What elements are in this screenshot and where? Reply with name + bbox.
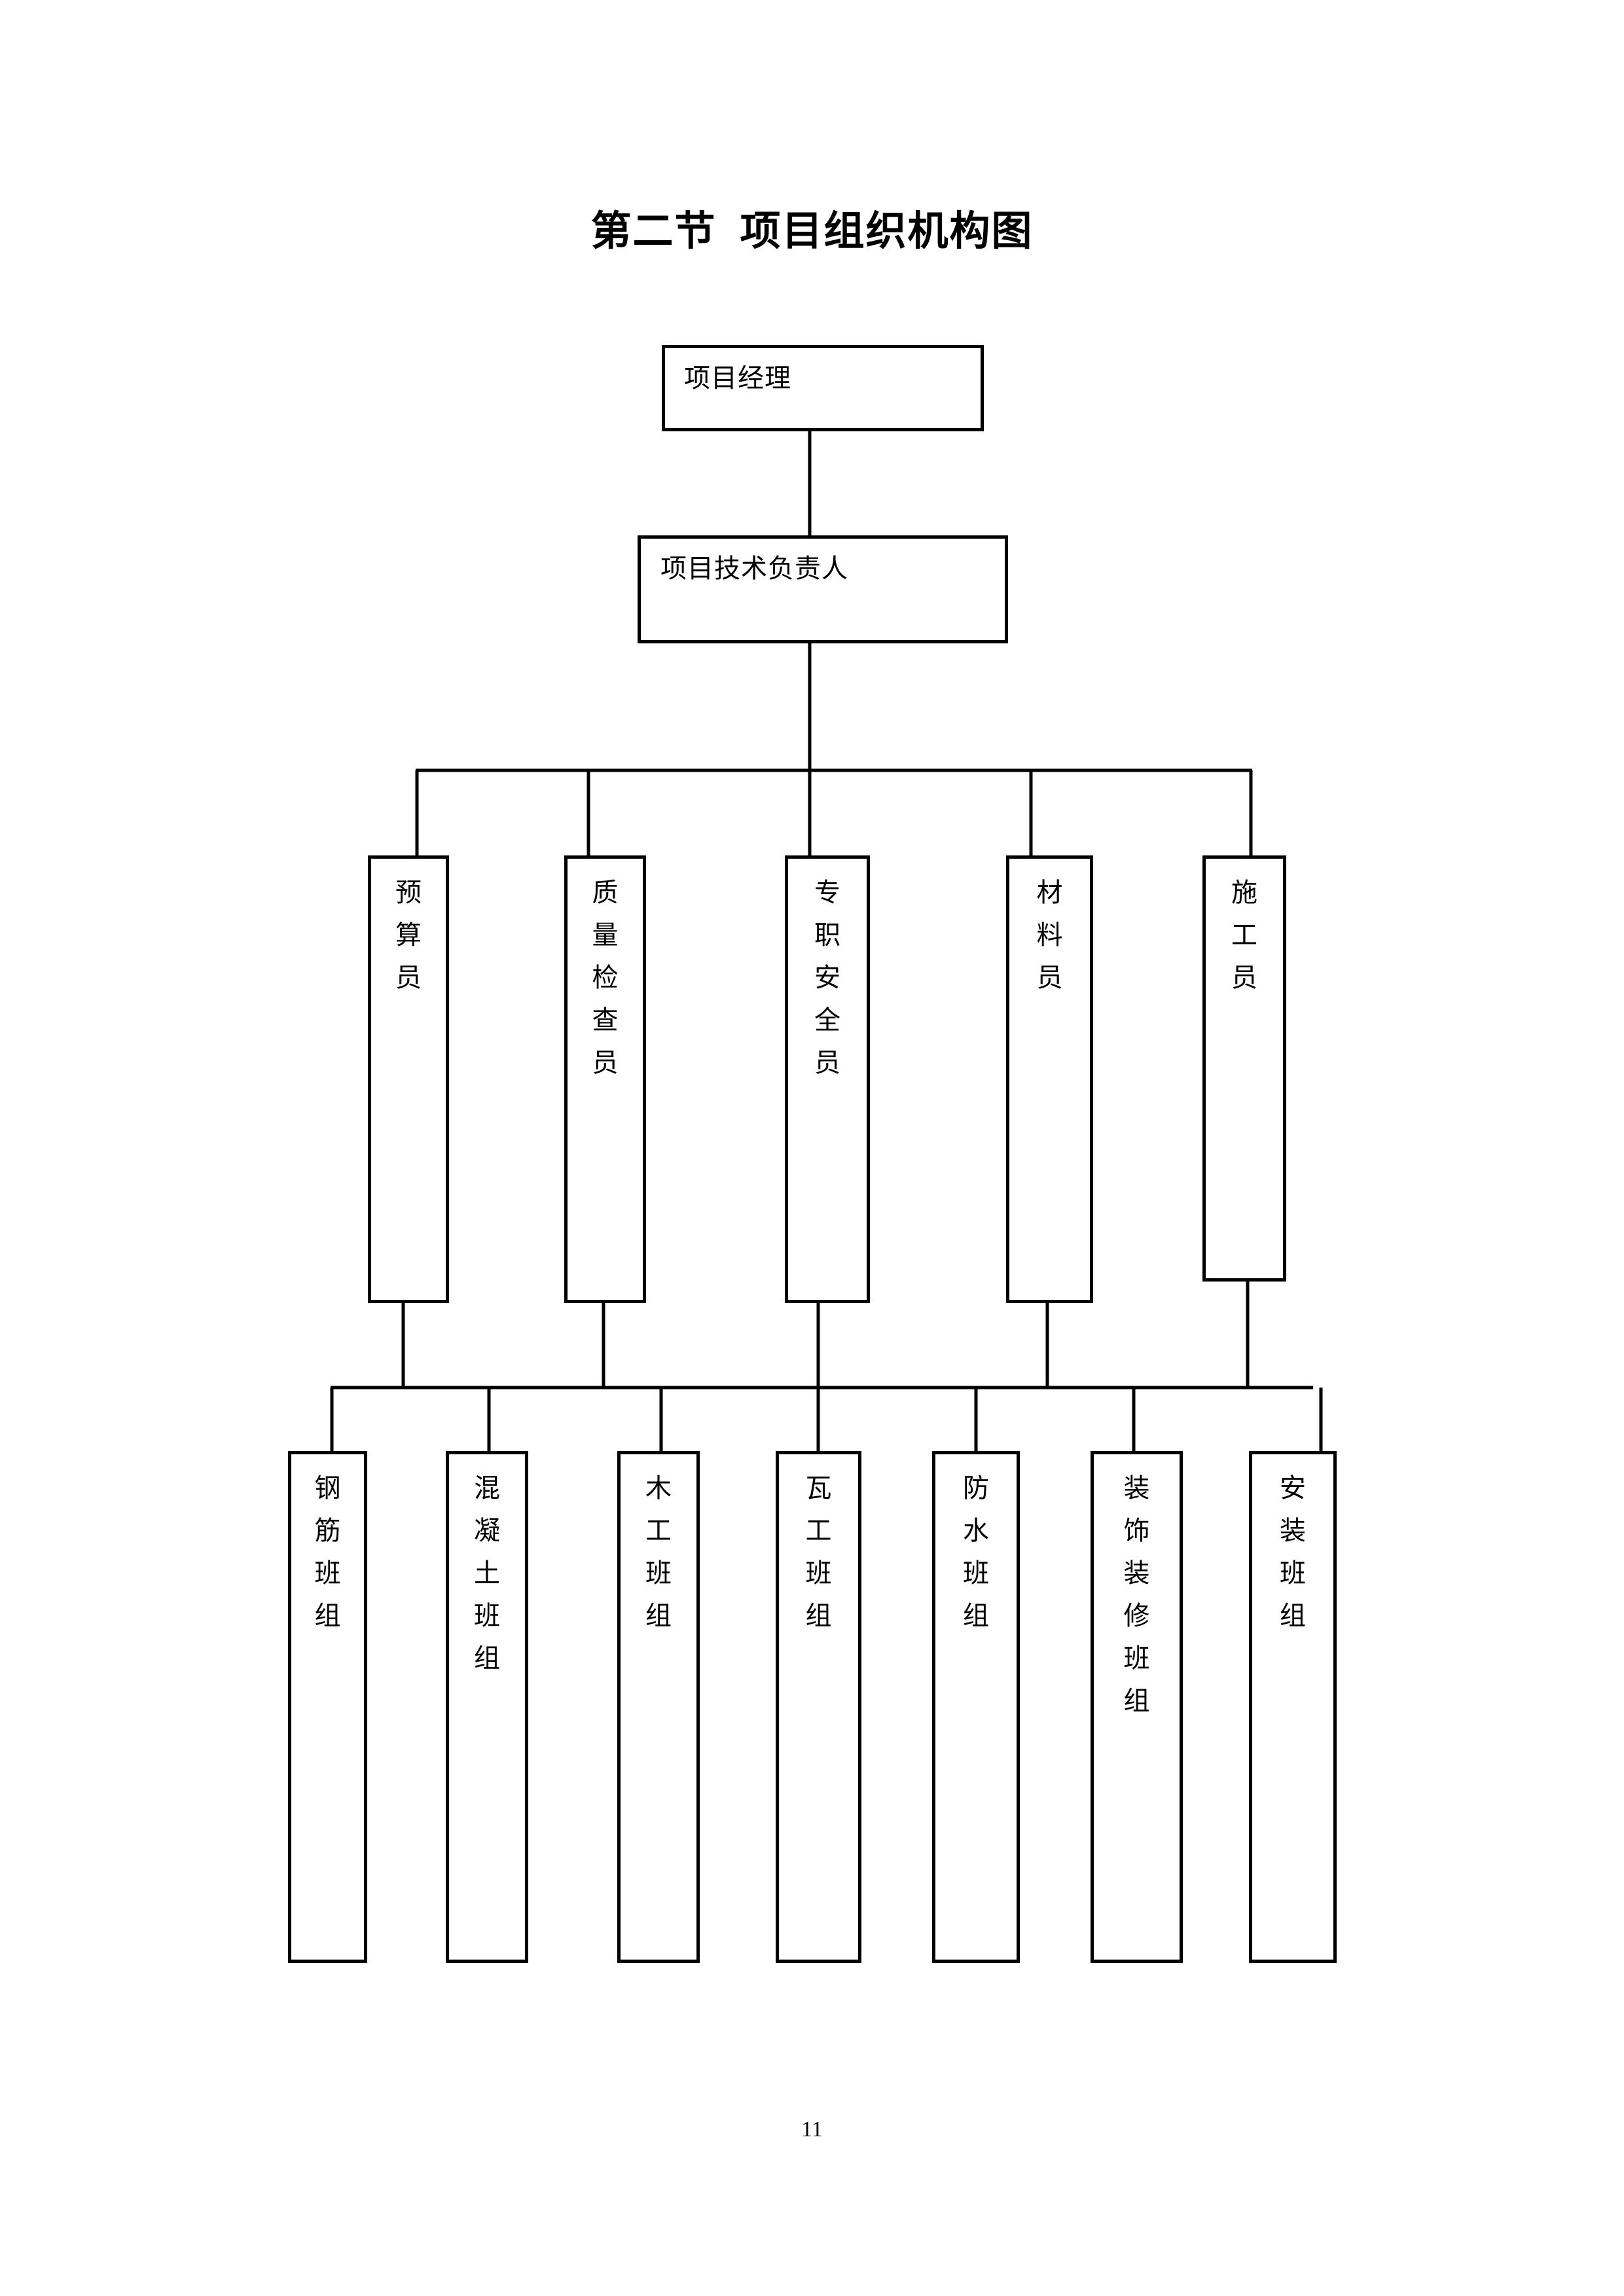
node-concrete-team: 混凝土班组 [446,1451,528,1963]
node-label: 预算员 [395,878,422,993]
node-budget-officer: 预算员 [368,855,449,1303]
node-decoration-team: 装饰装修班组 [1091,1451,1183,1963]
node-label: 质量检查员 [592,878,619,1078]
node-label: 材料员 [1036,878,1063,993]
page-title: 第二节项目组织机构图 [0,208,1624,254]
node-label: 专职安全员 [814,878,840,1078]
node-label: 瓦工班组 [805,1473,832,1631]
node-waterproofing-team: 防水班组 [932,1451,1020,1963]
page-number: 11 [801,2117,823,2142]
node-carpentry-team: 木工班组 [617,1451,700,1963]
node-masonry-team: 瓦工班组 [776,1451,861,1963]
node-label: 装饰装修班组 [1123,1473,1150,1716]
node-technical-lead: 项目技术负责人 [638,535,1008,643]
node-materials-officer: 材料员 [1006,855,1093,1303]
node-label: 混凝土班组 [474,1473,500,1674]
node-quality-inspector: 质量检查员 [564,855,646,1303]
node-label: 项目技术负责人 [660,554,848,584]
node-safety-officer: 专职安全员 [785,855,870,1303]
node-label: 安装班组 [1280,1473,1306,1631]
node-label: 防水班组 [963,1473,989,1631]
node-label: 施工员 [1231,878,1257,993]
node-installation-team: 安装班组 [1249,1451,1337,1963]
section-number: 第二节 [590,207,717,255]
node-construction-officer: 施工员 [1202,855,1286,1282]
node-label: 木工班组 [645,1473,672,1631]
chart-title: 项目组织机构图 [740,207,1034,255]
node-label: 钢筋班组 [314,1473,341,1631]
node-label: 项目经理 [684,363,791,393]
node-rebar-team: 钢筋班组 [288,1451,367,1963]
node-project-manager: 项目经理 [662,345,984,431]
